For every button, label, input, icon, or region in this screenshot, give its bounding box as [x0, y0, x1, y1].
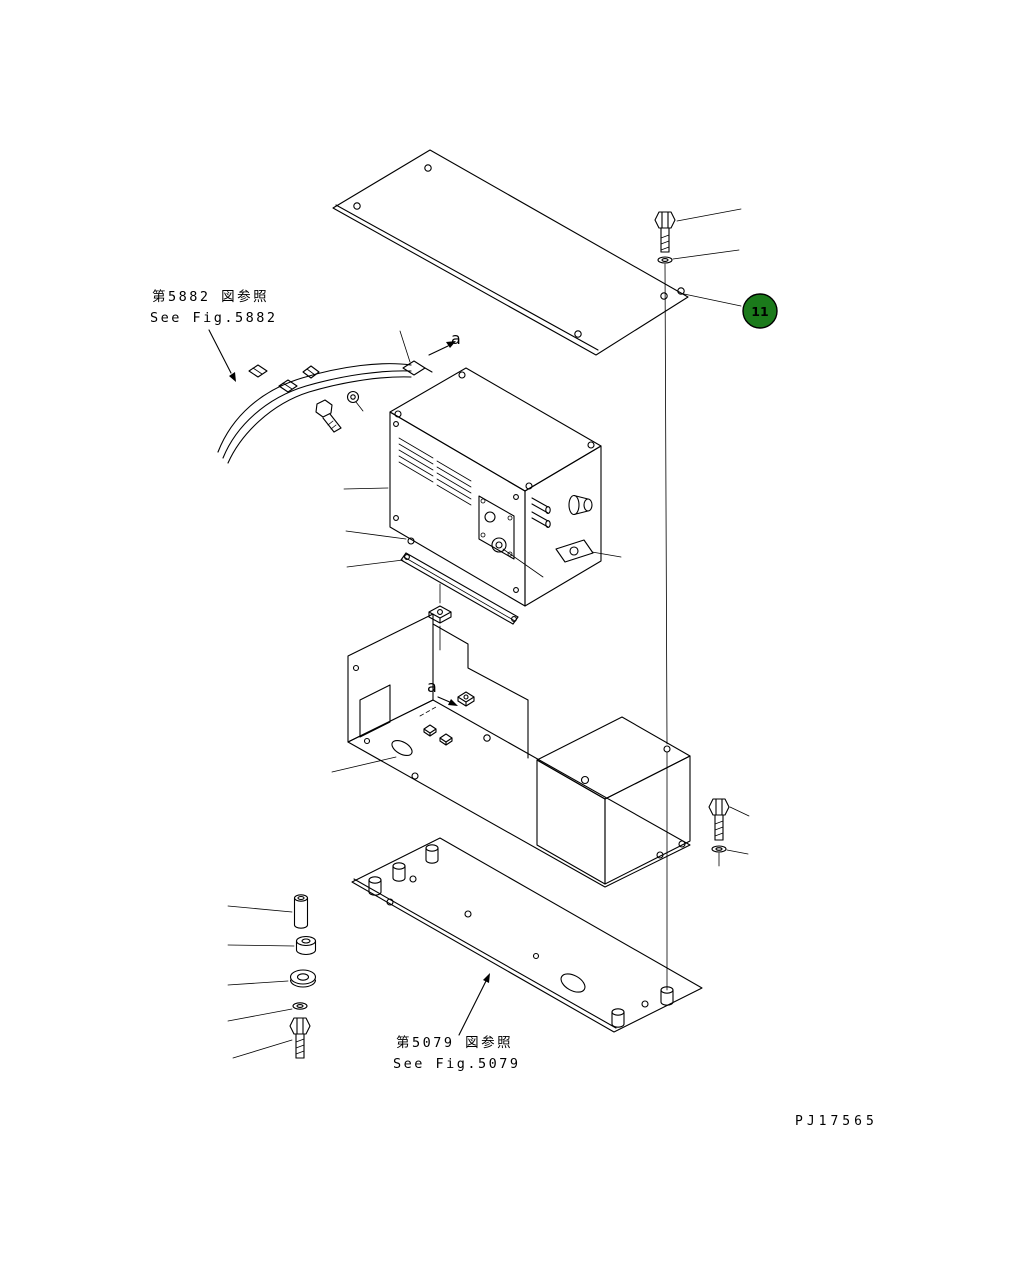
- ref-fig-5079[interactable]: 第5079 図参照 See Fig.5079: [393, 973, 521, 1072]
- callout-leader-lines: [343, 487, 415, 568]
- ref-5079-en[interactable]: See Fig.5079: [393, 1056, 521, 1072]
- standoff: [611, 1008, 625, 1028]
- view-arrow-a-top: a: [428, 329, 461, 356]
- cover-bolt: [654, 208, 742, 253]
- arrowhead: [446, 341, 456, 348]
- bushing-cap: [227, 935, 317, 956]
- harness-connector: [278, 379, 298, 393]
- standoff: [368, 876, 382, 896]
- bracket-connector: [439, 733, 453, 746]
- spacer-collar: [227, 894, 309, 929]
- wire-harness: [217, 330, 433, 464]
- terminal-pad: [457, 691, 475, 707]
- arrowhead: [229, 372, 236, 382]
- harness-connector: [248, 364, 268, 378]
- view-label-a-top: a: [451, 329, 461, 348]
- clamp-bracket: [555, 539, 622, 563]
- view-arrow-a-bottom: a: [419, 677, 458, 717]
- mounting-strip: [400, 552, 519, 625]
- view-label-a-bottom: a: [427, 677, 437, 696]
- ref-5882-jp[interactable]: 第5882 図参照: [152, 288, 269, 305]
- arrowhead: [483, 973, 490, 983]
- vent-grille: [398, 437, 472, 506]
- washer-right: [711, 845, 749, 867]
- flat-washer: [227, 1002, 308, 1022]
- standoff: [392, 862, 406, 882]
- junction-box: [536, 716, 691, 885]
- terminal-stubs: [531, 497, 551, 529]
- bottom-plate: [351, 837, 703, 1033]
- square-nut-pad: [428, 583, 452, 651]
- grommet: [227, 969, 317, 988]
- connector-panel: [478, 495, 544, 578]
- harness-end-connector: [402, 360, 426, 376]
- standoff: [425, 844, 439, 864]
- callout-badge-11[interactable]: 11: [683, 293, 778, 329]
- controller-box: [389, 367, 602, 607]
- badge-label: 11: [751, 304, 768, 319]
- ref-fig-5882[interactable]: 第5882 図参照 See Fig.5882: [150, 288, 278, 382]
- ref-5079-jp[interactable]: 第5079 図参照: [396, 1034, 513, 1051]
- badge-circle[interactable]: [742, 293, 778, 329]
- cover-washer: [657, 249, 740, 264]
- ref-5882-en[interactable]: See Fig.5882: [150, 310, 278, 326]
- standoff: [660, 986, 674, 1006]
- harness-connector: [302, 365, 320, 379]
- mounting-bracket: [331, 613, 691, 888]
- mounting-bolt: [232, 1017, 311, 1059]
- bolt-right: [708, 798, 750, 841]
- bracket-connector: [423, 724, 437, 737]
- bolt-with-washer-left: [315, 390, 364, 433]
- assembly-axis-line: [664, 263, 668, 991]
- drawing-number: PJ17565: [795, 1114, 878, 1129]
- arrowhead: [448, 699, 458, 706]
- top-cover-plate: [332, 149, 689, 356]
- power-knob: [568, 494, 593, 516]
